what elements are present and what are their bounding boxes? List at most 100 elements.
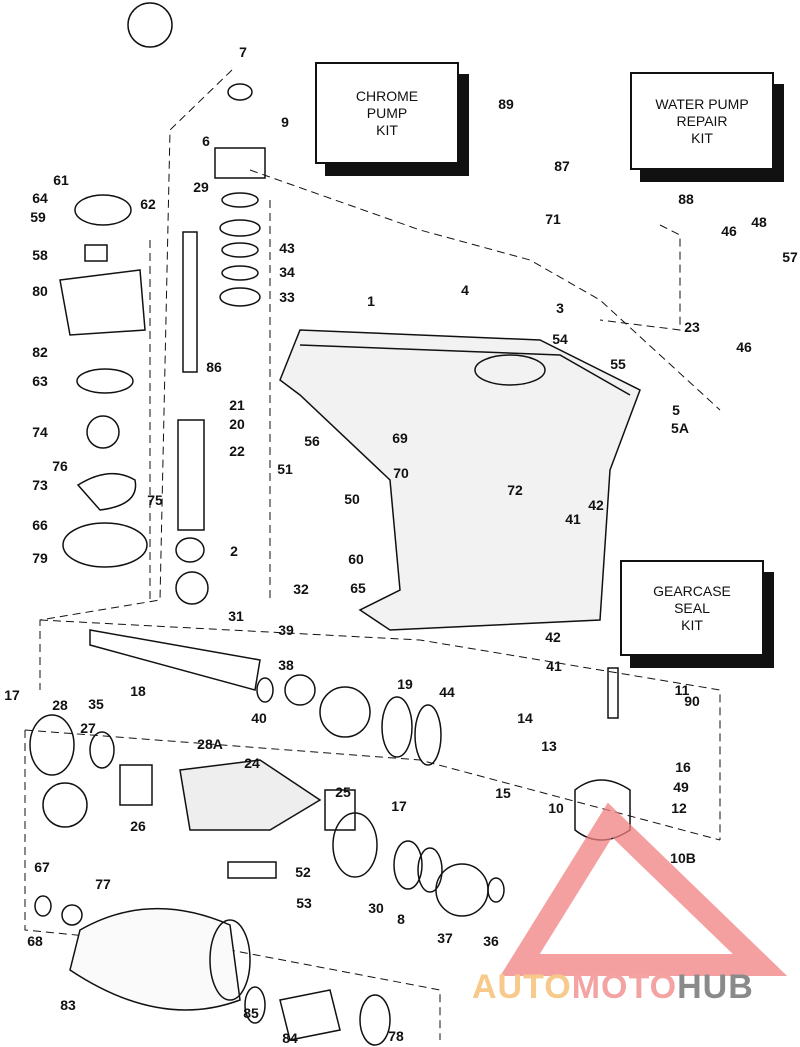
o-ring xyxy=(29,714,75,776)
part-number-label: 85 xyxy=(243,1005,259,1021)
part-number-label: 79 xyxy=(32,550,48,566)
watermark-moto: MOTO xyxy=(571,968,678,1006)
part-number-label: 48 xyxy=(751,214,767,230)
part-number-label: 24 xyxy=(244,755,260,771)
gearcase-seal-kit-box: GEARCASE SEAL KIT xyxy=(620,560,764,656)
kit-line: REPAIR xyxy=(676,112,728,129)
part-number-label: 75 xyxy=(147,492,163,508)
dashed-guide xyxy=(249,169,721,411)
part-number-label: 51 xyxy=(277,461,293,477)
part-number-label: 52 xyxy=(295,864,311,880)
pump-cover xyxy=(74,194,132,226)
part-number-label: 76 xyxy=(52,458,68,474)
part-number-label: 20 xyxy=(229,416,245,432)
plate xyxy=(62,522,148,568)
seal-housing xyxy=(214,147,266,179)
part-number-label: 68 xyxy=(27,933,43,949)
part-number-label: 42 xyxy=(545,629,561,645)
part-number-label: 60 xyxy=(348,551,364,567)
part-number-label: 4 xyxy=(461,282,469,298)
part-number-label: 54 xyxy=(552,331,568,347)
part-number-label: 10 xyxy=(548,800,564,816)
pinion xyxy=(175,571,209,605)
part-number-label: 69 xyxy=(392,430,408,446)
part-number-label: 83 xyxy=(60,997,76,1013)
part-number-label: 59 xyxy=(30,209,46,225)
watermark-auto: AUTO xyxy=(472,968,572,1006)
gearcase-port xyxy=(474,354,546,386)
part-number-label: 44 xyxy=(439,684,455,700)
part-number-label: 9 xyxy=(281,114,289,130)
watermark-hub: HUB xyxy=(677,968,754,1006)
part-number-label: 46 xyxy=(736,339,752,355)
reverse-gear xyxy=(435,863,489,917)
gearcase-housing xyxy=(279,329,641,631)
part-number-label: 14 xyxy=(517,710,533,726)
part-number-label: 32 xyxy=(293,581,309,597)
kit-line: PUMP xyxy=(366,104,408,121)
part-number-label: 23 xyxy=(684,319,700,335)
part-number-label: 63 xyxy=(32,373,48,389)
kit-number: 89 xyxy=(498,96,514,112)
part-number-label: 82 xyxy=(32,344,48,360)
part-number-label: 3 xyxy=(556,300,564,316)
part-number-label: 73 xyxy=(32,477,48,493)
part-number-label: 55 xyxy=(610,356,626,372)
bushing xyxy=(84,244,108,262)
part-number-label: 2 xyxy=(230,543,238,559)
dashed-guide xyxy=(39,619,721,840)
part-number-label: 56 xyxy=(304,433,320,449)
thrust-hub xyxy=(279,989,341,1041)
propeller xyxy=(69,907,241,1011)
part-number-label: 5A xyxy=(671,420,689,436)
part-number-label: 31 xyxy=(228,608,244,624)
part-number-label: 71 xyxy=(545,211,561,227)
part-number-label: 1 xyxy=(367,293,375,309)
kit-number: 90 xyxy=(684,693,700,709)
part-number-label: 22 xyxy=(229,443,245,459)
part-number-label: 62 xyxy=(140,196,156,212)
part-number-label: 34 xyxy=(279,264,295,280)
kit-line: KIT xyxy=(681,616,703,633)
part-number-label: 26 xyxy=(130,818,146,834)
clutch-dog xyxy=(284,674,316,706)
part-number-label: 58 xyxy=(32,247,48,263)
part-number-label: 61 xyxy=(53,172,69,188)
kit-line: WATER PUMP xyxy=(655,95,749,112)
part-number-label: 33 xyxy=(279,289,295,305)
part-number-label: 84 xyxy=(282,1030,298,1046)
part-number-label: 16 xyxy=(675,759,691,775)
part-number-label: 53 xyxy=(296,895,312,911)
part-number-label: 30 xyxy=(368,900,384,916)
driveshaft-lower xyxy=(177,419,205,531)
part-number-label: 41 xyxy=(546,658,562,674)
chrome-pump-kit-box: CHROME PUMP KIT xyxy=(315,62,459,164)
part-number-label: 43 xyxy=(279,240,295,256)
kit-line: KIT xyxy=(376,121,398,138)
forward-gear xyxy=(319,686,371,738)
callout-circle-bottom xyxy=(42,782,88,828)
impeller-cup xyxy=(76,368,134,394)
water-pump-repair-kit-box: WATER PUMP REPAIR KIT xyxy=(630,72,774,170)
part-number-label: 18 xyxy=(130,683,146,699)
part-number-label: 80 xyxy=(32,283,48,299)
part-number-label: 13 xyxy=(541,738,557,754)
part-number-label: 86 xyxy=(206,359,222,375)
part-number-label: 65 xyxy=(350,580,366,596)
bearing xyxy=(175,537,205,563)
part-number-label: 25 xyxy=(335,784,351,800)
part-number-label: 57 xyxy=(782,249,798,265)
part-number-label: 49 xyxy=(673,779,689,795)
part-number-label: 38 xyxy=(278,657,294,673)
watermark-logo-triangle xyxy=(500,802,788,976)
dashed-guide xyxy=(39,69,233,690)
part-number-label: 74 xyxy=(32,424,48,440)
part-number-label: 15 xyxy=(495,785,511,801)
callout-circle-top xyxy=(127,2,173,48)
part-number-label: 8 xyxy=(397,911,405,927)
impeller xyxy=(86,415,120,449)
watermark-logo: AUTOMOTOHUB xyxy=(472,968,754,1007)
kit-number: 88 xyxy=(678,191,694,207)
part-number-label: 77 xyxy=(95,876,111,892)
